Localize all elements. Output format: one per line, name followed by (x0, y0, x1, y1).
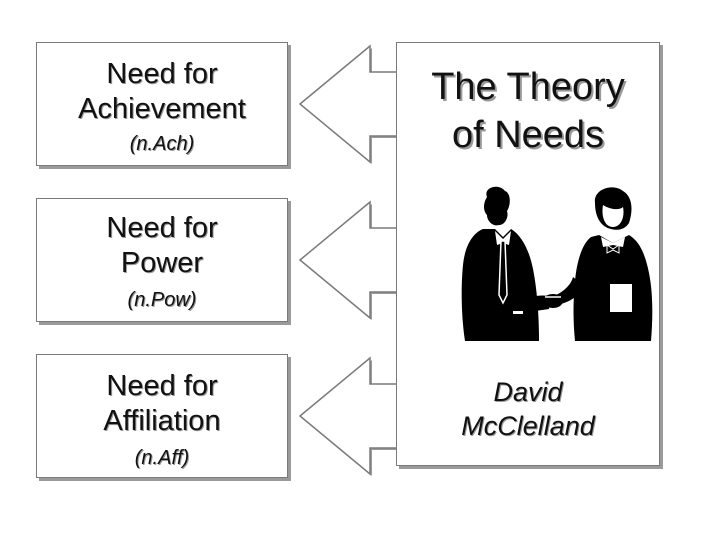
need-power-title: Need for Power (106, 212, 218, 279)
theory-panel: The Theory of Needs (396, 42, 660, 466)
need-power-box: Need for Power (n.Pow) (36, 198, 288, 322)
need-achievement-box: Need for Achievement (n.Ach) (36, 42, 288, 166)
arrow-to-power (298, 200, 400, 320)
need-achievement-abbr: (n.Ach) (129, 133, 195, 155)
need-power-abbr: (n.Pow) (127, 289, 197, 311)
handshake-icon (461, 186, 653, 341)
need-affiliation-abbr: (n.Aff) (134, 447, 190, 469)
arrow-to-affiliation (298, 356, 400, 476)
need-affiliation-box: Need for Affiliation (n.Aff) (36, 354, 288, 478)
need-achievement-title: Need for Achievement (78, 58, 246, 125)
arrow-to-achievement (298, 44, 400, 164)
author-name: David McClelland (461, 377, 595, 441)
need-affiliation-title: Need for Affiliation (103, 370, 221, 437)
theory-title: The Theory of Needs (431, 66, 625, 156)
